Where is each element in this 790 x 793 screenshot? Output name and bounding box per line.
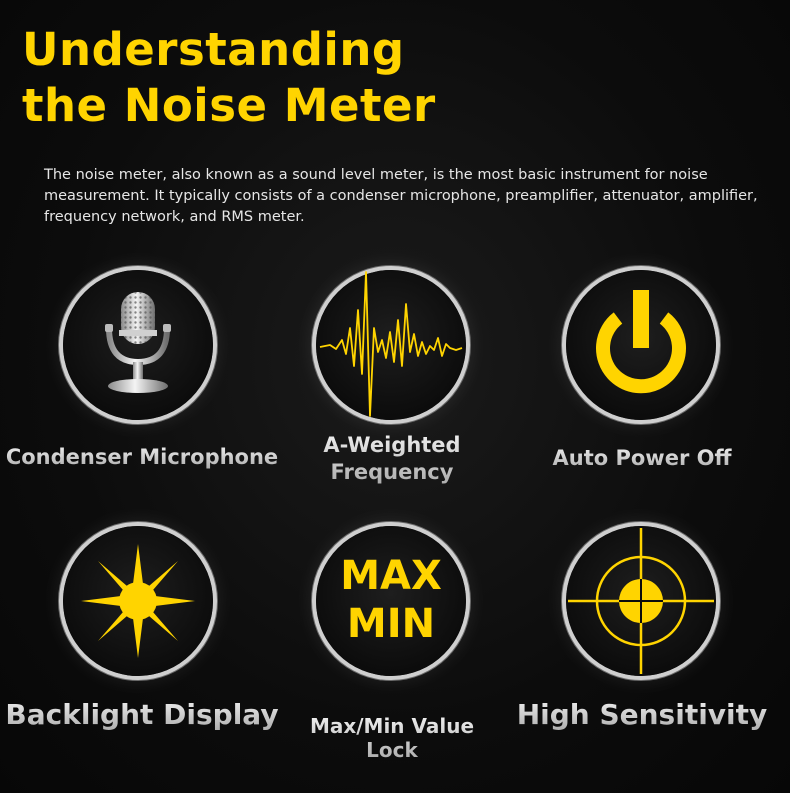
condenser-microphone-badge <box>63 270 213 420</box>
title-line-1: Understanding <box>22 23 405 76</box>
auto-power-off-badge <box>566 270 716 420</box>
a-weighted-frequency-label: A-Weighted Frequency <box>262 432 522 486</box>
power-icon <box>596 290 686 394</box>
max-text-icon: MAX <box>340 553 442 599</box>
max-min-label-line-2: Lock <box>366 738 418 762</box>
max-min-label-line-1: Max/Min Value <box>309 714 475 738</box>
max-min-badge: MAX MIN <box>316 526 466 676</box>
min-text-icon: MIN <box>346 601 436 647</box>
sun-icon <box>81 544 195 658</box>
backlight-display-label: Backlight Display <box>0 697 284 733</box>
microphone-icon <box>105 292 171 393</box>
title-line-2: the Noise Meter <box>22 79 436 132</box>
page-title: Understanding the Noise Meter <box>22 22 436 134</box>
condenser-microphone-label: Condenser Microphone <box>0 444 284 470</box>
a-weighted-label-line-2: Frequency <box>330 460 454 484</box>
a-weighted-frequency-badge <box>316 270 466 420</box>
high-sensitivity-badge <box>566 526 716 676</box>
a-weighted-label-line-1: A-Weighted <box>323 433 461 457</box>
crosshair-icon <box>568 528 714 674</box>
intro-paragraph: The noise meter, also known as a sound l… <box>44 167 758 225</box>
max-min-value-lock-label: Max/Min Value Lock <box>262 714 522 762</box>
waveform-icon <box>319 271 463 417</box>
high-sensitivity-label: High Sensitivity <box>506 697 778 733</box>
auto-power-off-label: Auto Power Off <box>512 445 772 471</box>
backlight-display-badge <box>63 526 213 676</box>
